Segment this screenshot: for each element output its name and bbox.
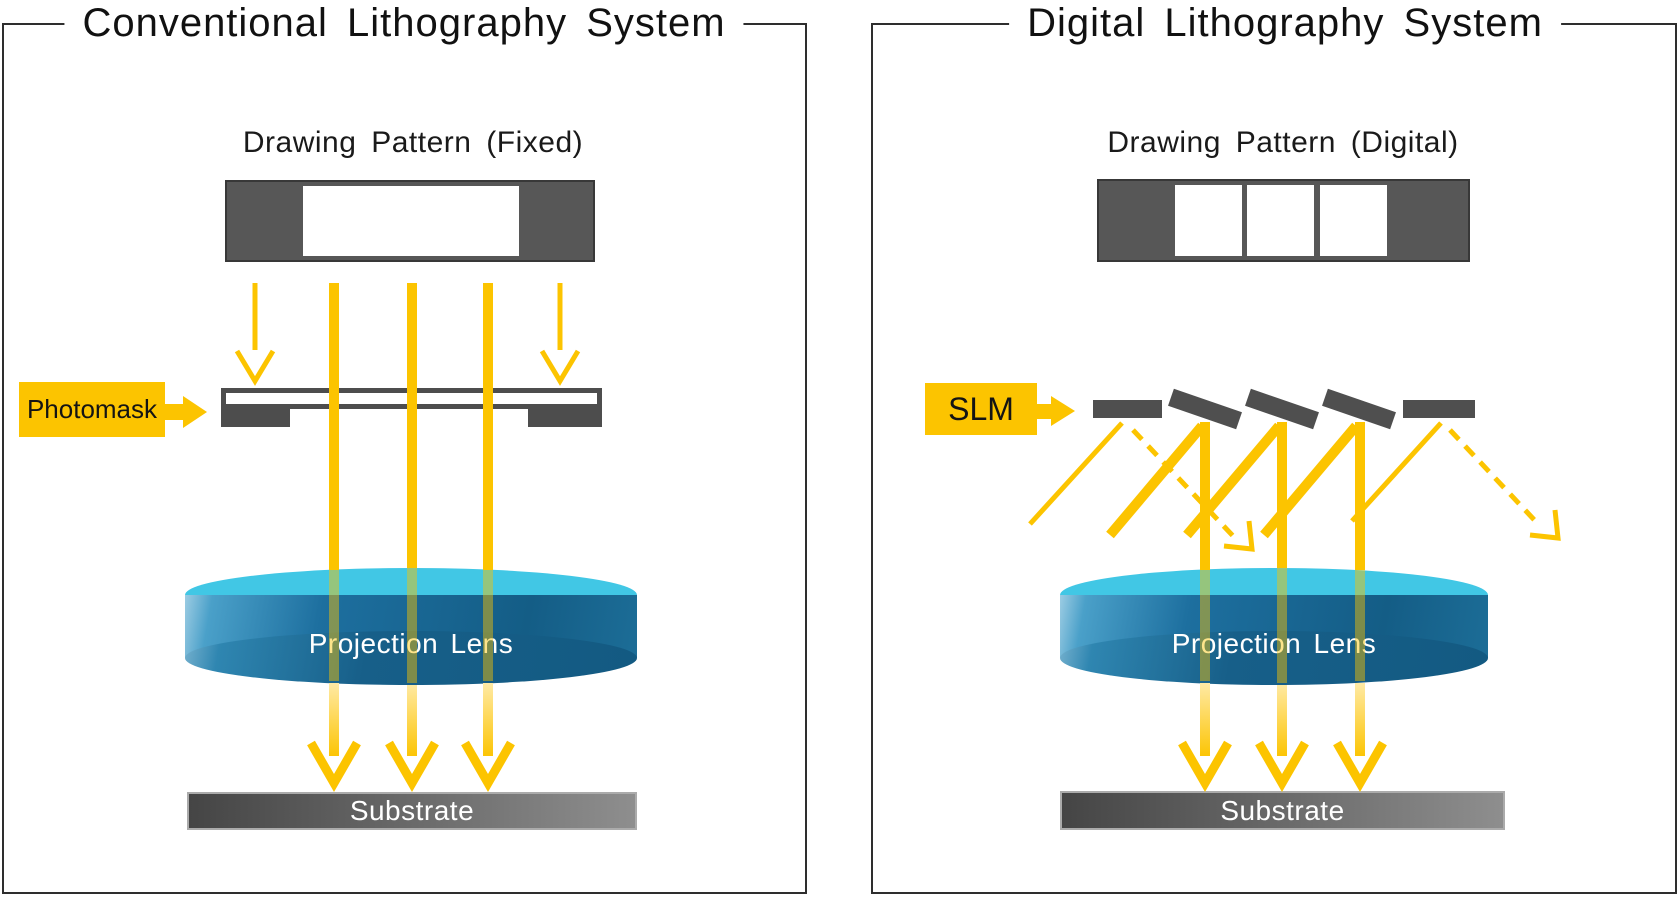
pattern-clear-window [303, 186, 519, 256]
pattern-pixel-2 [1247, 185, 1314, 256]
pattern-pixel-1 [1175, 185, 1242, 256]
pattern-label-digital: Drawing Pattern (Digital) [1107, 126, 1459, 159]
lens-label: Projection Lens [308, 628, 514, 659]
panel-title-conventional: Conventional Lithography System [64, 0, 744, 48]
pattern-label-fixed: Drawing Pattern (Fixed) [242, 126, 584, 159]
photomask-tag: Photomask [19, 382, 165, 437]
panel-title-digital: Digital Lithography System [1009, 0, 1561, 48]
substrate-right: Substrate [1060, 791, 1505, 830]
pattern-pixel-3 [1320, 185, 1387, 256]
photomask-glass [221, 388, 602, 409]
photomask-chrome-left [221, 408, 290, 427]
photomask-chrome-right [528, 408, 602, 427]
slm-tag: SLM [925, 383, 1037, 435]
lens-bottom-surface [1060, 631, 1488, 685]
pattern-bar-fixed [225, 180, 595, 262]
lens-label: Projection Lens [1171, 628, 1377, 659]
projection-lens-left: Projection Lens [185, 568, 637, 685]
substrate-left: Substrate [187, 792, 637, 830]
pattern-bar-digital [1097, 179, 1470, 262]
projection-lens-right: Projection Lens [1060, 568, 1488, 685]
lens-bottom-surface [185, 631, 637, 685]
